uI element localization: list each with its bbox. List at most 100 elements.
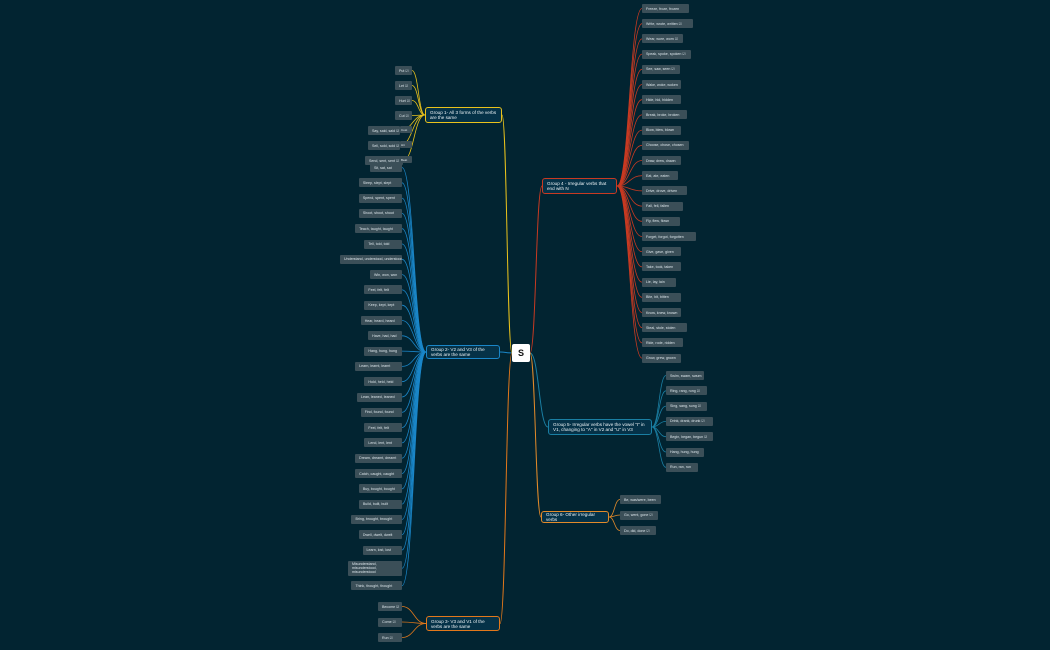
leaf-node[interactable]: Dream, dreamt, dreamt [355, 453, 402, 463]
leaf-node[interactable]: Lend, lent, lent [364, 438, 402, 448]
leaf-node[interactable]: Choose, chose, chosen [642, 140, 689, 150]
root-node[interactable]: S [512, 344, 530, 362]
leaf-node[interactable]: Drink, drank, drunk ☑ [666, 416, 713, 426]
leaf-node[interactable]: Say, said, said ☑ [368, 126, 400, 135]
leaf-node[interactable]: Spend, spent, spent [358, 193, 402, 203]
leaf-node[interactable]: Give, gave, given [642, 247, 682, 257]
leaf-node[interactable]: Fall, fell, fallen [642, 201, 684, 211]
leaf-node[interactable]: Sit, sat, sat [369, 163, 402, 172]
leaf-node[interactable]: Feel, felt, felt [364, 285, 402, 295]
group-node-g2[interactable]: Group 2- V2 and V3 of the verbs are the … [426, 345, 500, 359]
connector-line [651, 426, 667, 468]
connector-line [402, 114, 426, 161]
leaf-node[interactable]: Hear, heard, heard [360, 316, 402, 325]
leaf-node[interactable]: Cut ☑ [395, 111, 412, 120]
connector-line [651, 390, 667, 428]
leaf-node[interactable]: Win, won, won [369, 270, 402, 280]
group-node-g1[interactable]: Group 1- All 3 forms of the verbs are th… [425, 107, 502, 123]
leaf-node-small[interactable]: Cost [400, 126, 412, 133]
leaf-node[interactable]: Bite, bit, bitten [642, 292, 682, 302]
connector-line [401, 351, 427, 586]
leaf-node[interactable]: Tell, told, told [364, 239, 402, 249]
leaf-node[interactable]: Dwell, dwelt, dwelt [358, 530, 402, 540]
connector-line [529, 352, 549, 428]
leaf-node[interactable]: Buy, bought, bought [358, 484, 402, 494]
leaf-node[interactable]: Write, wrote, written ☑ [642, 19, 693, 29]
leaf-node[interactable]: Wake, woke, woken [642, 80, 682, 89]
leaf-node[interactable]: Forget, forgot, forgotten [642, 232, 697, 241]
connector-line [411, 85, 426, 116]
leaf-node[interactable]: Learn, learnt, learnt [355, 361, 402, 371]
leaf-node[interactable]: Freeze, froze, frozen [642, 4, 689, 13]
group-node-g5[interactable]: Group 5- Irregular verbs have the vowel … [548, 419, 652, 435]
leaf-node[interactable]: Have, had, had [368, 331, 402, 341]
leaf-node[interactable]: Drive, drove, driven [642, 186, 687, 196]
leaf-node[interactable]: See, saw, seen ☑ [642, 64, 680, 74]
leaf-node[interactable]: Do, did, done ☑ [620, 526, 656, 535]
leaf-node[interactable]: Ring, rang, rung ☑ [666, 386, 708, 396]
leaf-node[interactable]: Ride, rode, ridden [642, 338, 684, 348]
leaf-node[interactable]: Catch, caught, caught [355, 469, 402, 478]
leaf-node[interactable]: Hurt ☑ [395, 96, 412, 105]
leaf-node[interactable]: Lean, leaned, leaned [357, 392, 402, 402]
leaf-node[interactable]: Send, sent, sent ☑ [365, 156, 403, 165]
leaf-node[interactable]: Build, built, built [358, 499, 402, 509]
connector-line [651, 375, 667, 428]
leaf-node[interactable]: Grow, grew, grown [642, 353, 682, 363]
connector-line [401, 351, 427, 536]
leaf-node[interactable]: Speak, spoke, spoken ☑ [642, 49, 691, 59]
leaf-node[interactable]: Put ☑ [395, 66, 412, 75]
leaf-node[interactable]: Run ☑ [378, 633, 402, 642]
leaf-node[interactable]: Eat, ate, eaten [642, 171, 678, 181]
leaf-node[interactable]: Steal, stole, stolen [642, 323, 687, 333]
leaf-node[interactable]: Sell, sold, sold ☑ [368, 141, 400, 150]
leaf-node[interactable]: Go, went, gone ☑ [620, 510, 658, 520]
leaf-node[interactable]: Take, took, taken [642, 262, 682, 272]
leaf-node[interactable]: Learn, lost, lost [362, 545, 402, 555]
leaf-node[interactable]: Hang, hung, hung [364, 346, 402, 356]
leaf-node[interactable]: Break, broke, broken [642, 110, 687, 120]
leaf-node[interactable]: Find, found, found [360, 407, 402, 417]
leaf-node[interactable]: Understand, understood, understood [340, 254, 402, 264]
leaf-node-small[interactable]: Hit [400, 141, 412, 148]
leaf-node[interactable]: Run, ran, run [666, 462, 699, 472]
connector-line [608, 499, 621, 518]
leaf-node[interactable]: Fly, flew, flown [642, 216, 680, 226]
leaf-node[interactable]: Hide, hid, hidden [642, 95, 682, 105]
leaf-node[interactable]: Know, knew, known [642, 308, 682, 317]
leaf-node[interactable]: Come ☑ [378, 617, 402, 627]
leaf-node[interactable]: Lie, lay, lain [642, 277, 676, 287]
connector-line [401, 606, 427, 624]
leaf-node[interactable]: Hold, held, held [364, 377, 402, 387]
leaf-node[interactable]: Swim, swam, swum [666, 371, 704, 380]
connector-line [608, 516, 621, 531]
leaf-node[interactable]: Blow, blew, blown [642, 125, 682, 135]
leaf-node[interactable]: Let ☑ [395, 81, 412, 90]
leaf-node[interactable]: Draw, drew, drawn [642, 156, 682, 165]
leaf-node[interactable]: Feel, felt, felt [364, 423, 402, 433]
leaf-node[interactable]: Begin, began, begun ☑ [666, 432, 713, 442]
leaf-node-small[interactable]: Beat [400, 156, 412, 163]
group-node-g4[interactable]: Group 4 - Irregular verbs that end with … [542, 178, 617, 194]
leaf-node[interactable]: Sleep, slept, slept [358, 178, 402, 188]
connector-line [401, 228, 427, 353]
leaf-node[interactable]: Hang, hung, hung [666, 447, 704, 457]
leaf-node[interactable]: Misunderstand, misunderstood, misunderst… [348, 560, 402, 576]
connector-line [616, 185, 643, 359]
group-node-g6[interactable]: Group 6- Other irregular verbs [541, 511, 609, 523]
leaf-node[interactable]: Shoot, shoot, shoot [358, 208, 402, 218]
connector-line [529, 185, 543, 354]
connector-line [411, 70, 426, 116]
leaf-node[interactable]: Wear, wore, worn ☑ [642, 34, 684, 44]
leaf-node[interactable]: Become ☑ [378, 602, 402, 611]
group-node-g3[interactable]: Group 3- V3 and V1 of the verbs are the … [426, 616, 500, 631]
leaf-node[interactable]: Think, thought, thought [351, 581, 402, 591]
connector-line [616, 144, 643, 187]
leaf-node[interactable]: Teach, taught, taught [355, 224, 402, 234]
leaf-node[interactable]: Sing, sang, sung ☑ [666, 401, 708, 411]
leaf-node[interactable]: Bring, brought, brought [351, 514, 402, 524]
leaf-node[interactable]: Be, was/were, been [620, 495, 662, 504]
leaf-node[interactable]: Keep, kept, kept [364, 300, 402, 310]
